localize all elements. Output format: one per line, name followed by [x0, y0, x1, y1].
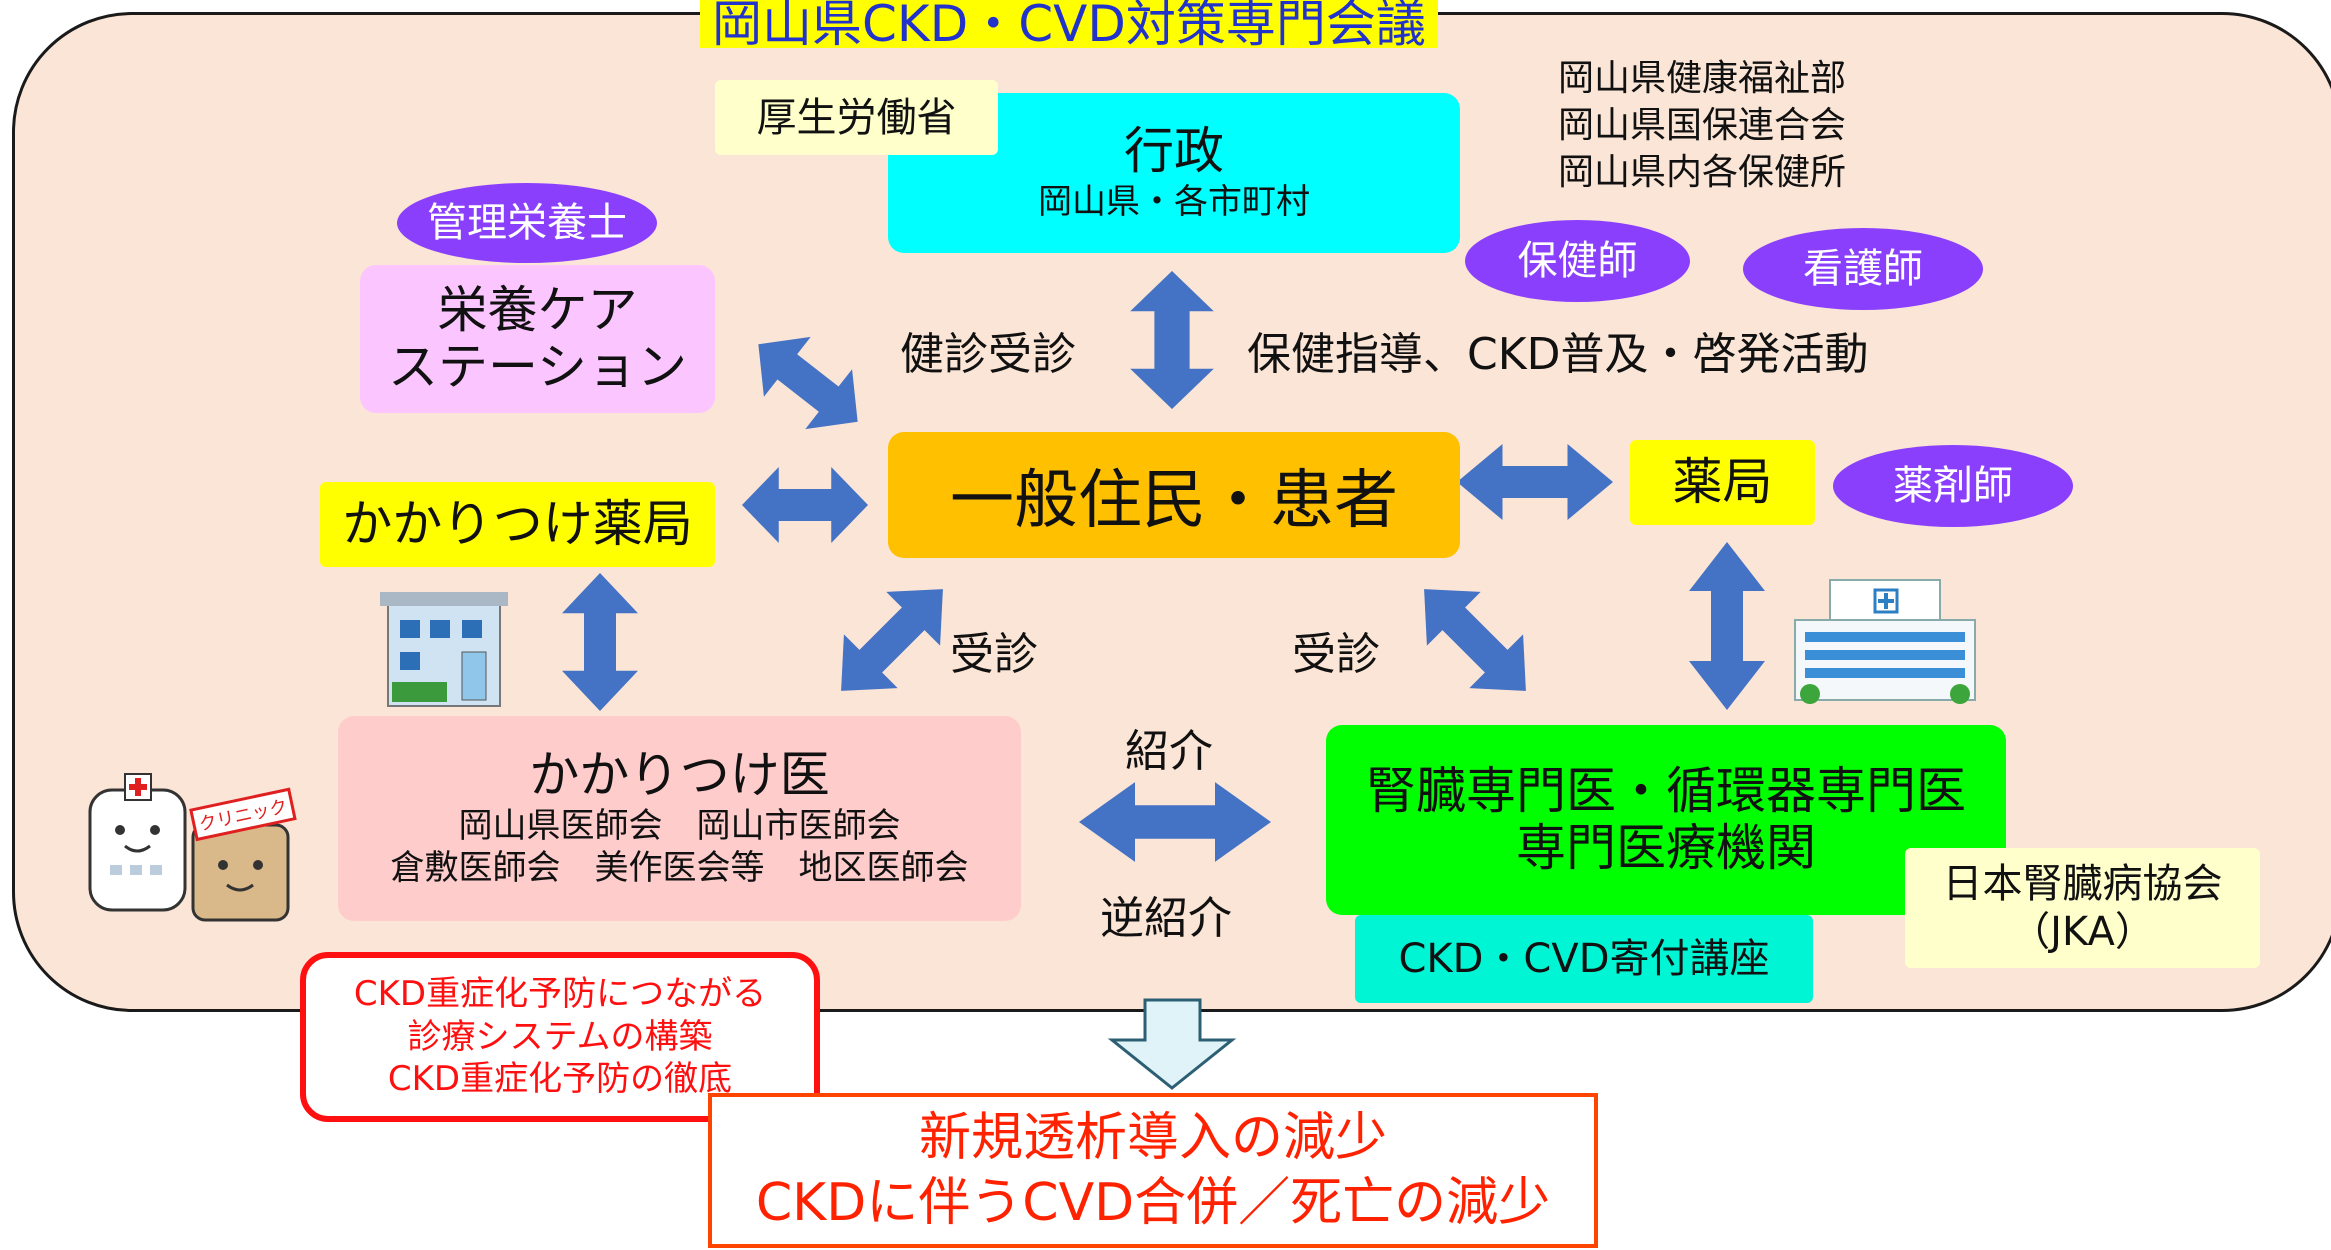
jka-box: 日本腎臓病協会 （JKA）: [1905, 848, 2260, 968]
arrow-pharmacy-specialist: [1689, 542, 1765, 710]
admin-orgs: 岡山県健康福祉部 岡山県国保連合会 岡山県内各保健所: [1558, 56, 1846, 196]
arrow-center-specialist: [1397, 562, 1553, 718]
org-health-centers: 岡山県内各保健所: [1558, 151, 1847, 193]
admin-title: 行政: [1124, 122, 1224, 180]
arrow-gp-center: [814, 562, 970, 718]
label-checkup: 健診受診: [900, 329, 1076, 380]
callout-line3: CKD重症化予防の徹底: [387, 1059, 733, 1100]
arrow-pharmacy-center: [742, 467, 868, 543]
endowed-chair-box: CKD・CVD寄付講座: [1355, 915, 1813, 1003]
org-kokuho: 岡山県国保連合会: [1558, 104, 1847, 146]
arrow-admin-center: [1130, 271, 1214, 409]
nutrition-station-box: 栄養ケア ステーション: [360, 265, 715, 413]
label-visit-right: 受診: [1292, 629, 1380, 680]
role-pharmacist: 薬剤師: [1833, 445, 2073, 527]
pharmacy-box: 薬局: [1630, 440, 1815, 525]
role-nurse: 看護師: [1743, 228, 1983, 310]
jka-line2: （JKA）: [2010, 909, 2155, 955]
nutrition-line2: ステーション: [388, 338, 687, 396]
label-referral: 紹介: [1125, 726, 1213, 777]
result-line2: CKDに伴うCVD合併／死亡の減少: [755, 1172, 1551, 1233]
callout-line1: CKD重症化予防につながる: [353, 974, 767, 1015]
gp-box: かかりつけ医 岡山県医師会 岡山市医師会 倉敷医師会 美作医会等 地区医師会: [338, 716, 1021, 921]
gp-title: かかりつけ医: [529, 746, 830, 805]
ministry-label: 厚生労働省: [715, 80, 998, 155]
nutrition-line1: 栄養ケア: [437, 280, 638, 339]
callout-line2: 診療システムの構築: [407, 1016, 713, 1057]
family-pharmacy-box: かかりつけ薬局: [320, 482, 715, 567]
label-visit-left: 受診: [950, 629, 1038, 680]
role-public-health-nurse: 保健師: [1465, 220, 1690, 302]
specialist-line1: 腎臓専門医・循環器専門医: [1366, 761, 1966, 820]
role-dietitian: 管理栄養士: [397, 183, 657, 263]
center-residents-patients: 一般住民・患者: [888, 432, 1460, 558]
arrow-down-to-result: [1107, 998, 1237, 1090]
specialist-line2: 専門医療機関: [1516, 819, 1816, 877]
hospital-illustration: [1794, 579, 1976, 704]
specialist-box: 腎臓専門医・循環器専門医 専門医療機関: [1326, 725, 2006, 915]
result-line1: 新規透析導入の減少: [918, 1107, 1387, 1168]
arrow-center-pharmacy: [1457, 444, 1613, 520]
arrow-gp-specialist: [1079, 782, 1271, 862]
gp-line2: 倉敷医師会 美作医会等 地区医師会: [390, 848, 969, 889]
label-reverse-referral: 逆紹介: [1100, 893, 1232, 944]
result-box: 新規透析導入の減少 CKDに伴うCVD合併／死亡の減少: [708, 1093, 1598, 1248]
org-health-welfare: 岡山県健康福祉部: [1558, 58, 1847, 99]
clinic-building-illustration: [380, 592, 508, 707]
jka-line1: 日本腎臓病協会: [1942, 861, 2223, 907]
gp-line1: 岡山県医師会 岡山市医師会: [458, 805, 901, 846]
admin-subtitle: 岡山県・各市町村: [1038, 181, 1310, 222]
arrow-nutrition-center: [734, 314, 882, 452]
clinic-mascot-illustration: クリニック: [88, 773, 297, 922]
arrow-fpharmacy-gp: [562, 573, 638, 711]
label-guidance: 保健指導、CKD普及・啓発活動: [1247, 329, 1869, 380]
diagram-title: 岡山県CKD・CVD対策専門会議: [700, 0, 1438, 48]
